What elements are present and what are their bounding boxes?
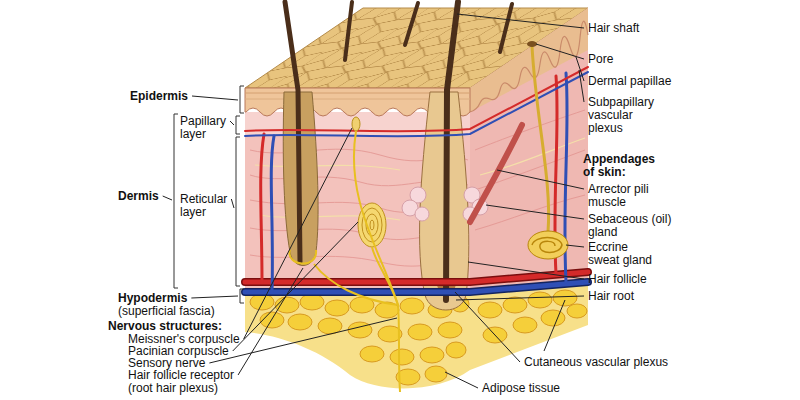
leader-line	[244, 128, 352, 339]
structure-label: Subpapillary vascular plexus	[588, 96, 668, 135]
structure-label: Adipose tissue	[482, 382, 560, 395]
dermis-side	[470, 8, 588, 290]
leader-line	[163, 196, 172, 200]
leader-line	[455, 292, 520, 362]
layer-label: Epidermis	[130, 90, 188, 103]
hair	[446, 2, 458, 300]
leader-line	[486, 205, 584, 219]
leader-line	[457, 14, 584, 28]
leader-line	[579, 70, 584, 102]
leader-line	[230, 121, 234, 125]
layer-label: Dermis	[118, 190, 159, 203]
hair	[405, 3, 418, 45]
hair	[500, 4, 512, 52]
structure-label: Dermal papillae	[588, 75, 671, 88]
fat-cells	[250, 290, 587, 385]
layer-label: Hypodermis	[118, 292, 187, 305]
group-heading: Appendages of skin:	[583, 153, 665, 179]
hair	[285, 2, 300, 262]
layer-bracket	[174, 86, 244, 303]
meissner-corpuscle	[352, 117, 360, 131]
structure-label: Pore	[588, 53, 613, 66]
eccrine-sweat-gland	[528, 231, 568, 259]
leader-line	[231, 199, 234, 208]
structure-label: Cutaneous vascular plexus	[524, 356, 668, 369]
sweat-duct	[532, 46, 549, 232]
leader-line	[536, 44, 584, 59]
leader-line	[238, 268, 303, 375]
hair	[345, 2, 352, 60]
pore	[527, 41, 537, 47]
structure-label: Hair follicle	[588, 273, 647, 286]
leader-line	[468, 262, 584, 279]
sublayer-label: Papillary layer	[180, 115, 235, 141]
leader-line	[445, 372, 478, 388]
epidermis-side	[470, 8, 588, 112]
sensory-nerve	[289, 131, 400, 392]
structure-label: Arrector pili muscle	[588, 183, 663, 209]
group-heading: Nervous structures:	[108, 320, 222, 333]
structure-label: Sebaceous (oil) gland	[588, 213, 683, 239]
leader-line	[566, 245, 584, 247]
structure-label: Hair root	[588, 290, 634, 303]
leader-line	[456, 296, 584, 300]
structure-label: Eccrine sweat gland	[588, 241, 656, 267]
structure-label: Hair follicle receptor (root hair plexus…	[128, 369, 248, 395]
leader-line	[191, 296, 238, 298]
leader-line	[544, 300, 565, 351]
leader-line	[192, 96, 238, 100]
sublayer-label: Reticular layer	[180, 193, 235, 219]
layer-note: (superficial fascia)	[118, 305, 215, 318]
leader-line	[497, 170, 584, 189]
structure-label: Hair shaft	[588, 22, 639, 35]
